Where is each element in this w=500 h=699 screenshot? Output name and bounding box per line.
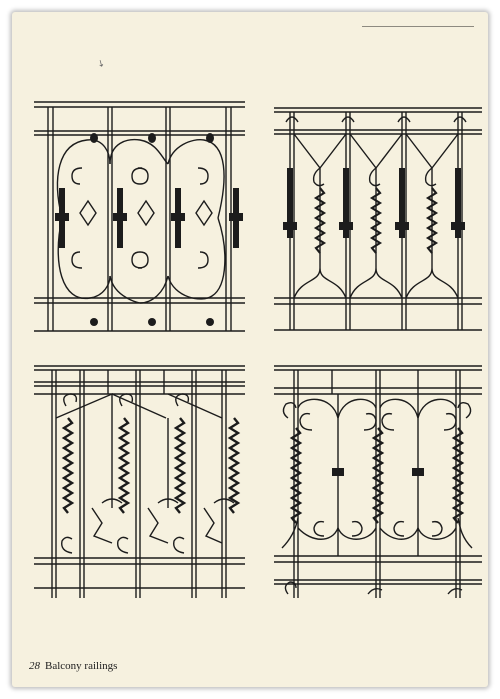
ink-speck: ↘ <box>95 56 107 70</box>
railing-design-3-illustration <box>34 365 245 598</box>
caption-title: Balcony railings <box>45 660 118 672</box>
railing-design-1-illustration <box>34 101 245 332</box>
railing-design-4-illustration <box>274 365 482 598</box>
railing-design-3 <box>32 358 247 610</box>
page-edge-line <box>362 26 474 27</box>
railing-design-2 <box>272 98 484 338</box>
page-number: 28 <box>29 660 40 672</box>
book-page: ↘ <box>12 12 488 687</box>
railing-design-4 <box>272 358 484 610</box>
railing-design-1 <box>32 98 247 338</box>
page-caption: 28 Balcony railings <box>29 660 117 672</box>
railing-design-2-illustration <box>274 107 482 331</box>
